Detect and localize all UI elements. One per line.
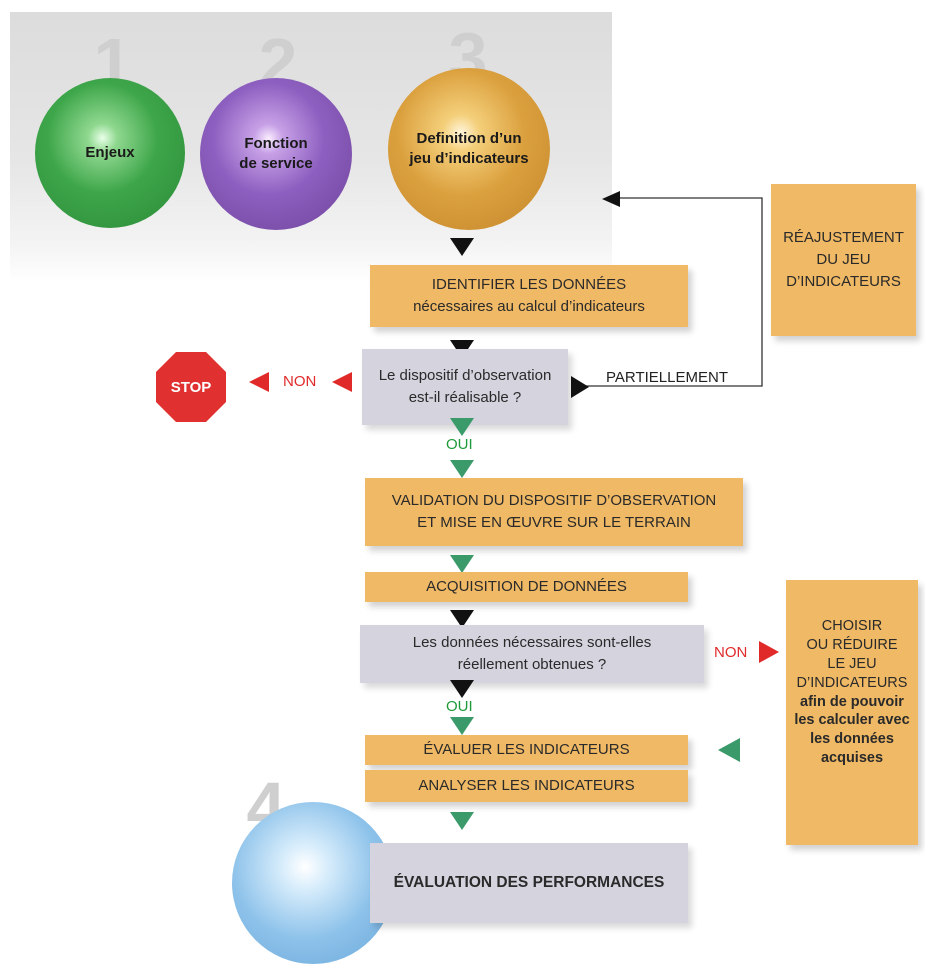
arrow-down-green-3 [450,555,474,573]
arrow-left-green [718,738,740,762]
validation-box: VALIDATION DU DISPOSITIF D’OBSERVATION E… [365,478,743,546]
arrow-left-non-2 [249,372,269,392]
non-label-1: NON [283,373,317,390]
analyser-label: ANALYSER LES INDICATEURS [418,777,635,795]
identifier-line1: IDENTIFIER LES DONNÉES [431,276,627,294]
definition-sphere: Definition d’un jeu d’indicateurs [388,68,550,230]
evaluation-sphere [232,802,394,964]
analyser-box: ANALYSER LES INDICATEURS [365,770,688,802]
enjeux-label: Enjeux [85,143,135,161]
choisir-line7: les données [810,731,894,748]
arrow-right-non [759,641,779,663]
arrow-down-green-2 [450,460,474,478]
stop-sign-icon: STOP [156,352,226,422]
question-realisable-box: Le dispositif d’observation est-il réali… [362,349,568,425]
acquisition-label: ACQUISITION DE DONNÉES [426,578,627,596]
choisir-box: CHOISIR OU RÉDUIRE LE JEU D’INDICATEURS … [786,580,918,845]
choisir-line2: OU RÉDUIRE [806,636,898,653]
feedback-line [585,197,763,387]
choisir-line5: afin de pouvoir [800,693,904,710]
evaluer-box: ÉVALUER LES INDICATEURS [365,735,688,765]
evaluation-performances-box: ÉVALUATION DES PERFORMANCES [370,843,688,923]
oui-label-2: OUI [446,698,473,715]
acquisition-box: ACQUISITION DE DONNÉES [365,572,688,602]
definition-line2: jeu d’indicateurs [409,150,529,167]
arrow-down-1 [450,238,474,256]
fonction-sphere: Fonction de service [200,78,352,230]
arrow-down-3 [450,610,474,628]
fonction-label: Fonction de service [239,134,312,175]
question1-line2: est-il réalisable ? [408,389,522,406]
definition-label: Definition d’un jeu d’indicateurs [409,129,528,170]
partiellement-label: PARTIELLEMENT [606,369,728,386]
fonction-line2: de service [239,155,313,172]
choisir-line6: les calculer avec [794,712,910,729]
arrow-down-green-4 [450,717,474,735]
reajustement-box: RÉAJUSTEMENT DU JEU D’INDICATEURS [771,184,916,336]
choisir-line4: D’INDICATEURS [796,674,908,691]
identifier-line2: nécessaires au calcul d’indicateurs [413,298,645,315]
question2-line2: réellement obtenues ? [457,656,607,673]
question-obtenues-box: Les données nécessaires sont-elles réell… [360,625,704,683]
enjeux-sphere: Enjeux [35,78,185,228]
definition-line1: Definition d’un [416,129,522,147]
reajustement-line1: RÉAJUSTEMENT [783,229,904,247]
choisir-line1: CHOISIR [821,618,883,635]
validation-line2: ET MISE EN ŒUVRE SUR LE TERRAIN [417,514,691,531]
arrow-right-partiellement [571,376,589,398]
stop-sign-text: STOP [171,379,212,396]
fonction-line1: Fonction [244,134,308,152]
question1-line1: Le dispositif d’observation [378,367,552,385]
question2-line1: Les données nécessaires sont-elles [412,634,652,652]
identifier-box: IDENTIFIER LES DONNÉES nécessaires au ca… [370,265,688,327]
choisir-line8: acquises [820,750,884,767]
validation-line1: VALIDATION DU DISPOSITIF D’OBSERVATION [391,492,717,510]
non-label-2: NON [714,644,748,661]
arrow-into-definition [602,191,620,207]
reajustement-line3: D’INDICATEURS [786,272,901,290]
arrow-left-non-1 [332,372,352,392]
arrow-down-green-1 [450,418,474,436]
reajustement-line2: DU JEU [816,251,871,269]
arrow-down-4 [450,680,474,698]
choisir-line3: LE JEU [827,655,877,672]
oui-label-1: OUI [446,436,473,453]
evaluer-label: ÉVALUER LES INDICATEURS [423,741,630,759]
arrow-down-green-5 [450,812,474,830]
evaluation-label: ÉVALUATION DES PERFORMANCES [393,873,665,891]
